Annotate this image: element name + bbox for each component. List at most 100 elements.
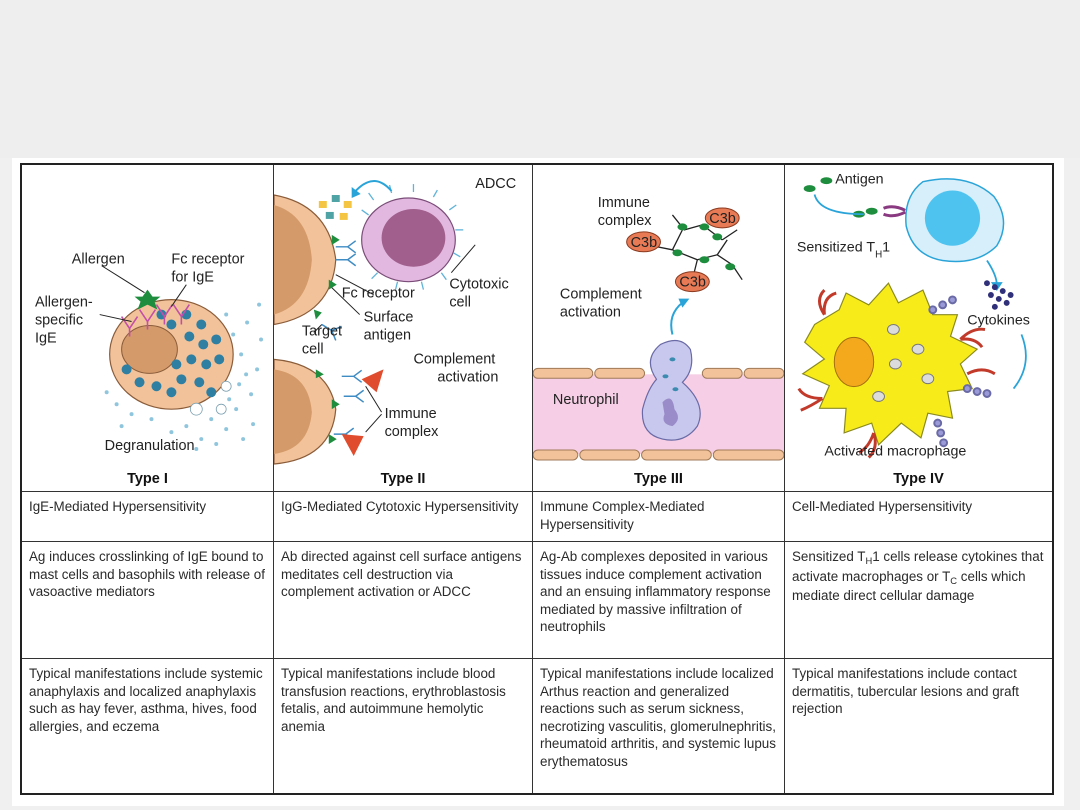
type-2-diagram: ADCC Fc receptor Cytotoxic cell Surface … (274, 176, 516, 465)
label-activated-macrophage: Activated macrophage (824, 444, 966, 460)
adcc-arrow (352, 180, 393, 194)
type-3-mechanism: Ag-Ab complexes deposited in various tis… (533, 542, 785, 659)
neutrophil-nucleus (662, 398, 678, 427)
type-3-name: Immune Complex-Mediated Hypersensitivity (533, 492, 785, 542)
macrophage-vesicles (872, 324, 935, 402)
adcc-arrowhead (351, 187, 361, 199)
label-cytotoxic-2: cell (449, 295, 471, 311)
type-1-diagram: Allergen Fc receptor for IgE Allergen- s… (35, 252, 264, 454)
label-allergen-specific-3: IgE (35, 330, 57, 346)
endothelium-top (533, 367, 784, 379)
label-complement-1: Complement (560, 287, 642, 303)
th1-nucleus (924, 190, 981, 246)
complement-arrow (670, 301, 684, 335)
complement-icon-1 (361, 369, 384, 393)
type-4-label: Type IV (893, 471, 944, 487)
complement-arrowhead (678, 298, 690, 308)
label-fc-receptor: Fc receptor (342, 286, 415, 302)
hypersensitivity-table: Allergen Fc receptor for IgE Allergen- s… (20, 163, 1054, 795)
label-degranulation: Degranulation (105, 438, 195, 454)
label-fc-receptor-1: Fc receptor (171, 252, 244, 268)
type-4-mechanism: Sensitized TH1 cells release cytokines t… (785, 542, 1052, 659)
ige-antibodies (120, 304, 190, 337)
cytokine-dots (984, 280, 1014, 310)
type-4-manifestations: Typical manifestations include contact d… (792, 666, 1020, 717)
neutrophil-cell (641, 339, 701, 441)
c3b-label-3: C3b (679, 275, 706, 291)
endothelium-bottom (533, 449, 784, 461)
label-allergen: Allergen (72, 252, 125, 268)
label-target-2: cell (302, 341, 324, 357)
label-cytokines: Cytokines (967, 313, 1030, 329)
type-1-mechanism: Ag induces crosslinking of IgE bound to … (22, 542, 274, 659)
macrophage-nucleus (833, 336, 875, 388)
type-2-manifestations: Typical manifestations include blood tra… (274, 659, 533, 793)
label-surface-2: antigen (364, 327, 411, 343)
cytotoxic-nucleus (381, 208, 446, 267)
label-immune-2: complex (598, 213, 653, 229)
type-2-mechanism: Ab directed against cell surface antigen… (274, 542, 533, 659)
granule-spray (104, 302, 264, 452)
c3b-label-1: C3b (709, 211, 736, 227)
label-immune-1: Immune (385, 406, 437, 422)
label-sensitized-post: 1 (882, 240, 890, 256)
neutrophil-granules (662, 357, 679, 392)
cytotoxic-receptors (361, 184, 464, 290)
released-granules (189, 380, 232, 416)
type-4-diagram: Antigen Sensitized TH1 Cytokines Activat… (797, 172, 1030, 460)
label-adcc: ADCC (475, 176, 516, 192)
allergen-icon (134, 289, 161, 310)
activation-arrow (1012, 334, 1027, 390)
granules (121, 309, 225, 398)
label-antigen: Antigen (835, 172, 883, 188)
surface-antigens (313, 234, 340, 445)
type-2-name: IgG-Mediated Cytotoxic Hypersensitivity (274, 492, 533, 542)
type-4-mechanism-part-2: 1 cells release cytokines that activate … (792, 549, 1044, 584)
target-cell-bottom-nucleus (274, 369, 312, 455)
type-4-mechanism-part-1: Sensitized T (792, 549, 866, 564)
type-3-illustration: C3b C3b C3b Immune complex Complement ac… (533, 165, 785, 492)
label-surface-1: Surface (364, 310, 414, 326)
immune-complex-pointer-1 (365, 386, 383, 413)
allergen-pointer (101, 265, 145, 294)
cytotoxic-pointer (450, 244, 476, 274)
type-3-diagram: C3b C3b C3b Immune complex Complement ac… (533, 195, 784, 461)
type-4-mechanism-sub-h: H (865, 556, 873, 566)
label-sensitized-th1: Sensitized TH1 (797, 240, 890, 261)
fc-receptor-pointer (335, 274, 374, 296)
type-2-illustration: ADCC Fc receptor Cytotoxic cell Surface … (274, 165, 533, 492)
complement-icon-2 (341, 434, 364, 457)
type-4-name: Cell-Mediated Hypersensitivity (785, 492, 1052, 542)
label-neutrophil: Neutrophil (553, 392, 619, 408)
target-cell-top-nucleus (274, 204, 312, 315)
antigen-arrow (813, 194, 864, 216)
label-target-1: Target (302, 323, 342, 339)
c3b-badges (626, 207, 740, 293)
slide-top-band (0, 0, 1080, 158)
type-1-manifestations: Typical manifestations include systemic … (22, 659, 274, 793)
label-allergen-specific-1: Allergen- (35, 295, 93, 311)
type-4-mechanism-part-3: cells which mediate direct cellular dama… (792, 568, 1026, 604)
label-allergen-specific-2: specific (35, 313, 83, 329)
ige-pointer (99, 314, 132, 323)
type-2-label: Type II (380, 471, 426, 487)
label-cytotoxic-1: Cytotoxic (449, 277, 508, 293)
mast-cell-nucleus (121, 325, 178, 374)
c3b-label-2: C3b (631, 235, 658, 251)
cytokine-receptors (928, 295, 992, 448)
type-4-mechanism-sub-c: C (950, 575, 958, 586)
label-complement-2: activation (437, 369, 498, 385)
label-immune-1: Immune (598, 195, 650, 211)
type-4-illustration: Antigen Sensitized TH1 Cytokines Activat… (785, 165, 1052, 492)
label-fc-receptor-2: for IgE (171, 270, 214, 286)
fc-receptor-pointer (170, 284, 187, 307)
type-1-name: IgE-Mediated Hypersensitivity (22, 492, 274, 542)
type-1-illustration: Allergen Fc receptor for IgE Allergen- s… (22, 165, 274, 492)
label-sensitized-sub: H (875, 249, 882, 260)
type-1-label: Type I (127, 471, 168, 487)
complex-antigens (672, 223, 736, 271)
tcr-receptor (882, 205, 906, 218)
macrophage-receptors (797, 289, 996, 459)
type-3-label: Type III (634, 471, 683, 487)
label-immune-2: complex (385, 424, 440, 440)
